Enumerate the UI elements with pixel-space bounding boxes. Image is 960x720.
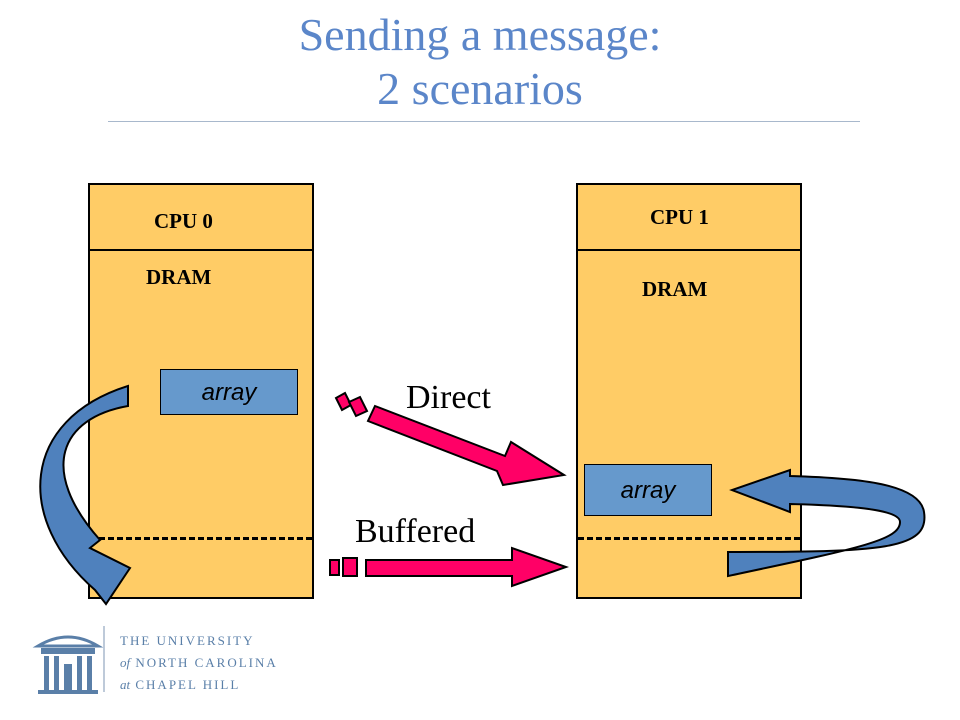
copy-arrow-left <box>39 384 132 606</box>
title-line-2: 2 scenarios <box>377 63 583 114</box>
logo-line-1: THE UNIVERSITY <box>120 633 255 648</box>
direct-arrow-body <box>366 404 567 487</box>
slide-title: Sending a message: 2 scenarios <box>0 8 960 116</box>
cpu1-cell: CPU 1 <box>578 185 800 251</box>
buffered-arrow-tail-dash <box>329 559 340 576</box>
cpu0-buffer-boundary <box>90 537 312 540</box>
cpu0-array: array <box>160 369 298 415</box>
cpu1-array: array <box>584 464 712 516</box>
old-well-logo-icon <box>32 635 104 694</box>
buffered-arrow <box>329 546 570 588</box>
logo-line-2: of NORTH CAROLINA <box>120 655 278 671</box>
buffered-label: Buffered <box>355 513 476 550</box>
direct-arrow <box>334 391 567 487</box>
direct-label: Direct <box>406 379 491 416</box>
node-cpu1: CPU 1 DRAM <box>576 183 802 599</box>
logo-line-3: at CHAPEL HILL <box>120 677 240 693</box>
logo-line-2-text: NORTH CAROLINA <box>135 655 278 670</box>
title-line-1: Sending a message: <box>298 9 662 60</box>
cpu1-buffer-boundary <box>578 537 800 540</box>
cpu1-dram-label: DRAM <box>642 277 708 301</box>
logo-line-3-prefix: at <box>120 677 131 692</box>
buffered-arrow-body <box>365 546 570 588</box>
cpu0-label: CPU 0 <box>154 209 213 233</box>
cpu0-dram-label: DRAM <box>146 265 212 289</box>
direct-arrow-tail-dash <box>347 395 369 418</box>
logo-line-3-text: CHAPEL HILL <box>135 677 241 692</box>
copy-arrow-right <box>727 468 926 578</box>
cpu1-label: CPU 1 <box>650 205 709 229</box>
title-divider <box>108 121 860 122</box>
cpu0-cell: CPU 0 <box>90 185 312 251</box>
logo-line-2-prefix: of <box>120 655 131 670</box>
buffered-arrow-tail-dash <box>342 557 358 577</box>
